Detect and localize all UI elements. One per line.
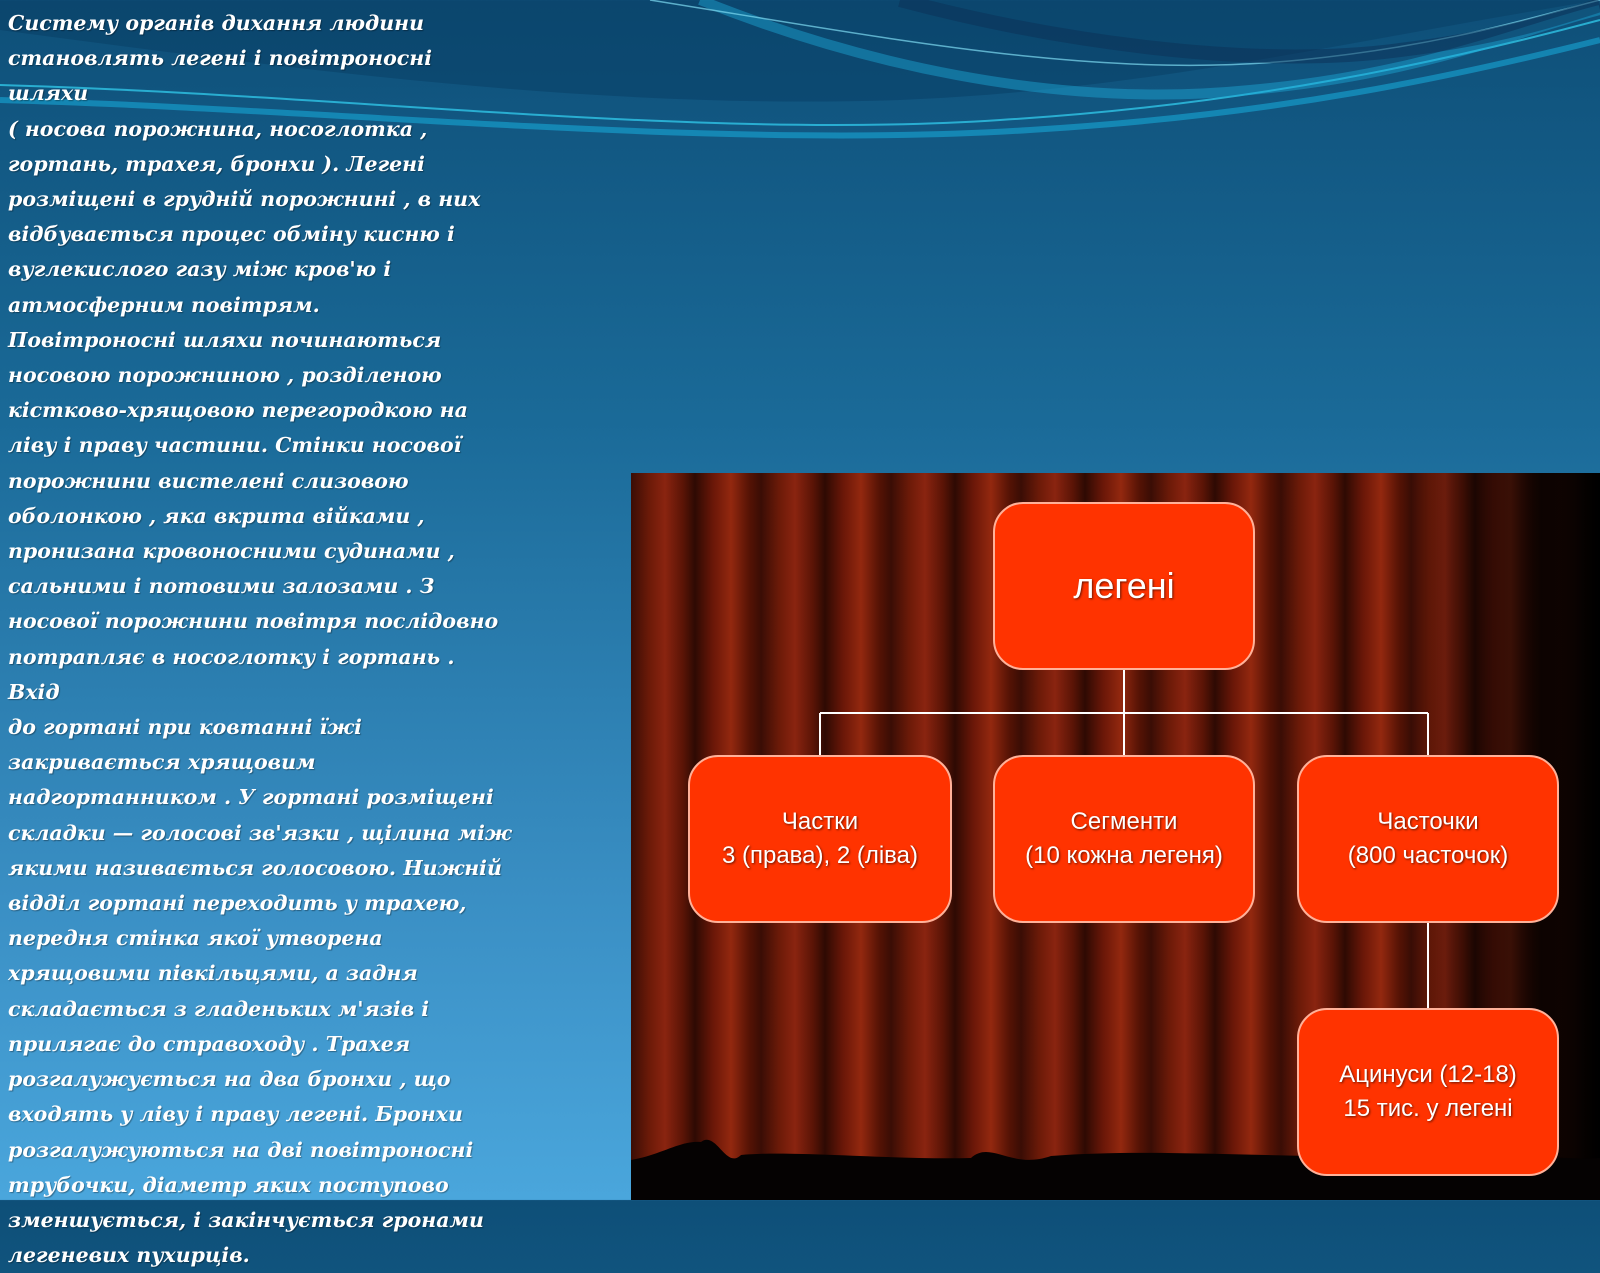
node-lungs-label: легені (1073, 565, 1175, 606)
node-lobes: Частки 3 (права), 2 (ліва) (688, 755, 952, 923)
lungs-diagram-connectors (819, 670, 1429, 1008)
node-lungs: легені (993, 502, 1255, 670)
body-text: Систему органів дихання людини становлят… (8, 11, 512, 1268)
node-segments-detail: (10 кожна легеня) (1025, 842, 1223, 869)
node-acini: Ацинуси (12-18) 15 тис. у легені (1297, 1008, 1559, 1176)
node-lobules: Часточки (800 часточок) (1297, 755, 1559, 923)
node-segments: Сегменти (10 кожна легеня) (993, 755, 1255, 923)
node-lobes-detail: 3 (права), 2 (ліва) (721, 842, 919, 869)
node-segments-title: Сегменти (1070, 808, 1178, 835)
node-lobules-detail: (800 часточок) (1347, 842, 1509, 869)
decorative-waves (0, 0, 1600, 139)
node-lobules-title: Часточки (1377, 808, 1479, 835)
node-acini-detail: 15 тис. у легені (1343, 1095, 1513, 1122)
curtain-floor (631, 1139, 1600, 1200)
node-lobes-title: Частки (781, 808, 859, 835)
node-acini-title: Ацинуси (12-18) (1339, 1061, 1517, 1088)
curtain-image: легені Частки 3 (права), 2 (ліва) Сегмен… (631, 473, 1600, 1200)
